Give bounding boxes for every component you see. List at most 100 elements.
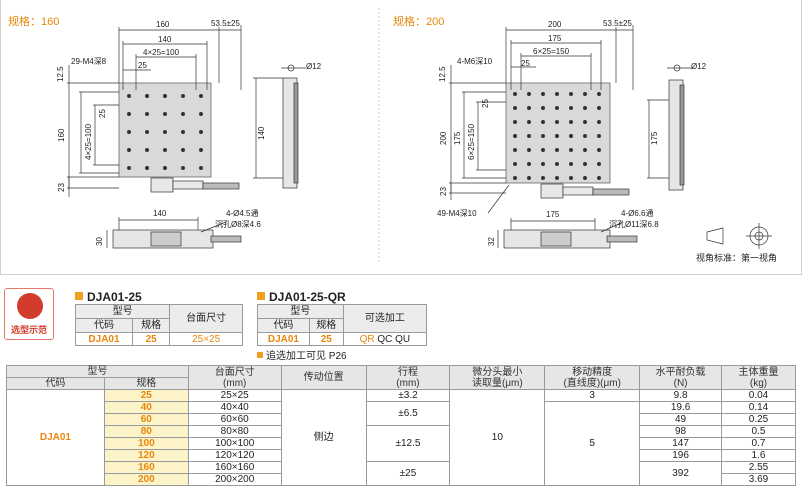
cell-weight: 1.6 [721,449,796,462]
dim-side-len: 140 [257,126,266,140]
cell-spec: 60 [103,413,189,426]
th-spec: 规格 [103,377,189,390]
dim-holes2-r: 49-M4深10 [437,209,477,218]
h-code: 代码 [75,318,133,333]
cell-drive: 侧边 [280,389,367,486]
cell-load: 49 [639,413,723,426]
cell-stroke: ±12.5 [365,425,451,462]
product-example-2-table: 型号 可选加工 代码 规格 DJA01 25 QR QC QU [257,304,428,346]
cell-stroke: ±25 [365,461,451,486]
spec-label-left: 规格：160 [8,16,60,28]
h-code-2: 代码 [257,318,310,333]
dim-overall-w-r: 200 [548,20,562,29]
cell-optional: QR QC QU [342,332,428,346]
cell-load: 9.8 [639,389,723,402]
table-row: 200 200×200 3.69 [7,473,796,486]
cell-size: 100×100 [187,437,282,450]
dim-base-r: 23 [439,187,448,196]
dim-pitch-v: 4×25=100 [84,123,93,160]
h-spec-2: 规格 [308,318,344,333]
th-micro: 微分头最小读取量(μm) [449,365,546,390]
selection-example-icon: 选型示范 [4,288,54,340]
th-stroke: 行程(mm) [365,365,451,390]
h-table-size: 台面尺寸 [169,304,243,333]
table-row: 100 100×100 147 0.7 [7,437,796,450]
cell-spec: 40 [103,401,189,414]
cell-size: 200×200 [187,473,282,486]
dim-corner: 53.5±25 [211,19,240,28]
cell-table-size: 25×25 [169,332,243,346]
product-example-2-title: DJA01-25-QR [257,290,346,304]
cell-weight: 2.55 [721,461,796,474]
dim-holes: 29-M4深8 [71,57,107,66]
th-accuracy: 移动精度(直线度)(μm) [544,365,641,390]
th-model: 型号 [6,365,189,378]
product-example-1-title: DJA01-25 [75,290,142,304]
h-model: 型号 [74,304,171,319]
th-load: 水平耐负载(N) [639,365,723,390]
drawing-area: 规格：160 [0,0,802,275]
h-model-2: 型号 [257,304,344,319]
drawing-lines [67,8,772,262]
cell-size: 60×60 [187,413,282,426]
dim-side-h: 160 [57,128,66,142]
dim-v25: 25 [98,109,107,118]
cell-accuracy: 5 [544,401,641,486]
dim-side-h-r: 200 [439,131,448,145]
dim-base: 23 [57,183,66,192]
dim-mid-w: 140 [158,35,172,44]
dim-pitch-v-r: 6×25=150 [467,123,476,160]
dim-thru-r: 4-Ø6.6通 [621,209,654,218]
dim-shaft-r: Ø12 [691,62,707,71]
dim-counter: 沉孔Ø8深4.6 [215,220,261,229]
dim-offset-r: 25 [521,59,530,68]
dim-counter-r: 沉孔Ø11深6.8 [609,220,659,229]
dim-shaft: Ø12 [306,62,322,71]
table-row: 60 60×60 49 0.25 [7,413,796,426]
h-optional: 可选加工 [342,304,428,333]
dim-pitch: 4×25=100 [143,48,180,57]
cell-code-2: DJA01 [257,332,310,346]
cell-size: 80×80 [187,425,282,438]
dim-offset: 25 [138,61,147,70]
cell-code: DJA01 [75,332,133,346]
cell-load: 196 [639,449,723,462]
dim-overall-w: 160 [156,20,170,29]
cell-size: 160×160 [187,461,282,474]
dim-pitch-r: 6×25=150 [533,47,570,56]
cell-main-code: DJA01 [6,389,105,486]
cell-weight: 0.5 [721,425,796,438]
cell-accuracy: 3 [544,389,641,402]
dim-bottom-w-r: 175 [546,210,560,219]
dim-edge: 12.5 [56,66,65,82]
th-code: 代码 [6,377,105,390]
table-row: 160 160×160 ±25 392 2.55 [7,461,796,486]
dim-height-r: 32 [487,237,496,246]
cell-load: 392 [639,461,723,486]
dim-edge-r: 12.5 [438,66,447,82]
dim-thru: 4-Ø4.5通 [226,209,259,218]
dim-mid-w-r: 175 [548,34,562,43]
cell-spec: 100 [103,437,189,450]
cell-spec-2: 25 [308,332,344,346]
cell-weight: 0.04 [721,389,796,402]
cell-stroke: ±3.2 [365,389,451,402]
cell-spec: 120 [103,449,189,462]
product-example-1-table: 型号 台面尺寸 代码 规格 DJA01 25 25×25 [74,304,243,346]
dim-corner-r: 53.5±25 [603,19,632,28]
cell-spec: 160 [103,461,189,474]
spec-label-right: 规格：200 [393,16,445,28]
th-weight: 主体重量(kg) [721,365,796,390]
th-table-size: 台面尺寸(mm) [187,365,282,390]
dim-height: 30 [95,237,104,246]
selection-example-label: 选型示范 [10,325,47,335]
cell-spec: 80 [103,425,189,438]
dim-holes-r: 4-M6深10 [457,57,493,66]
view-standard-note: 视角标准：第一视角 [696,253,778,263]
cell-micro: 10 [449,389,546,486]
cell-spec: 25 [103,389,189,402]
table-row: 40 40×40 ±6.5 5 19.6 0.14 [7,401,796,486]
spec-table: 型号 台面尺寸(mm) 传动位置 行程(mm) 微分头最小读取量(μm) 移动精… [6,365,796,486]
cell-spec: 200 [103,473,189,486]
h-spec: 规格 [131,318,171,333]
